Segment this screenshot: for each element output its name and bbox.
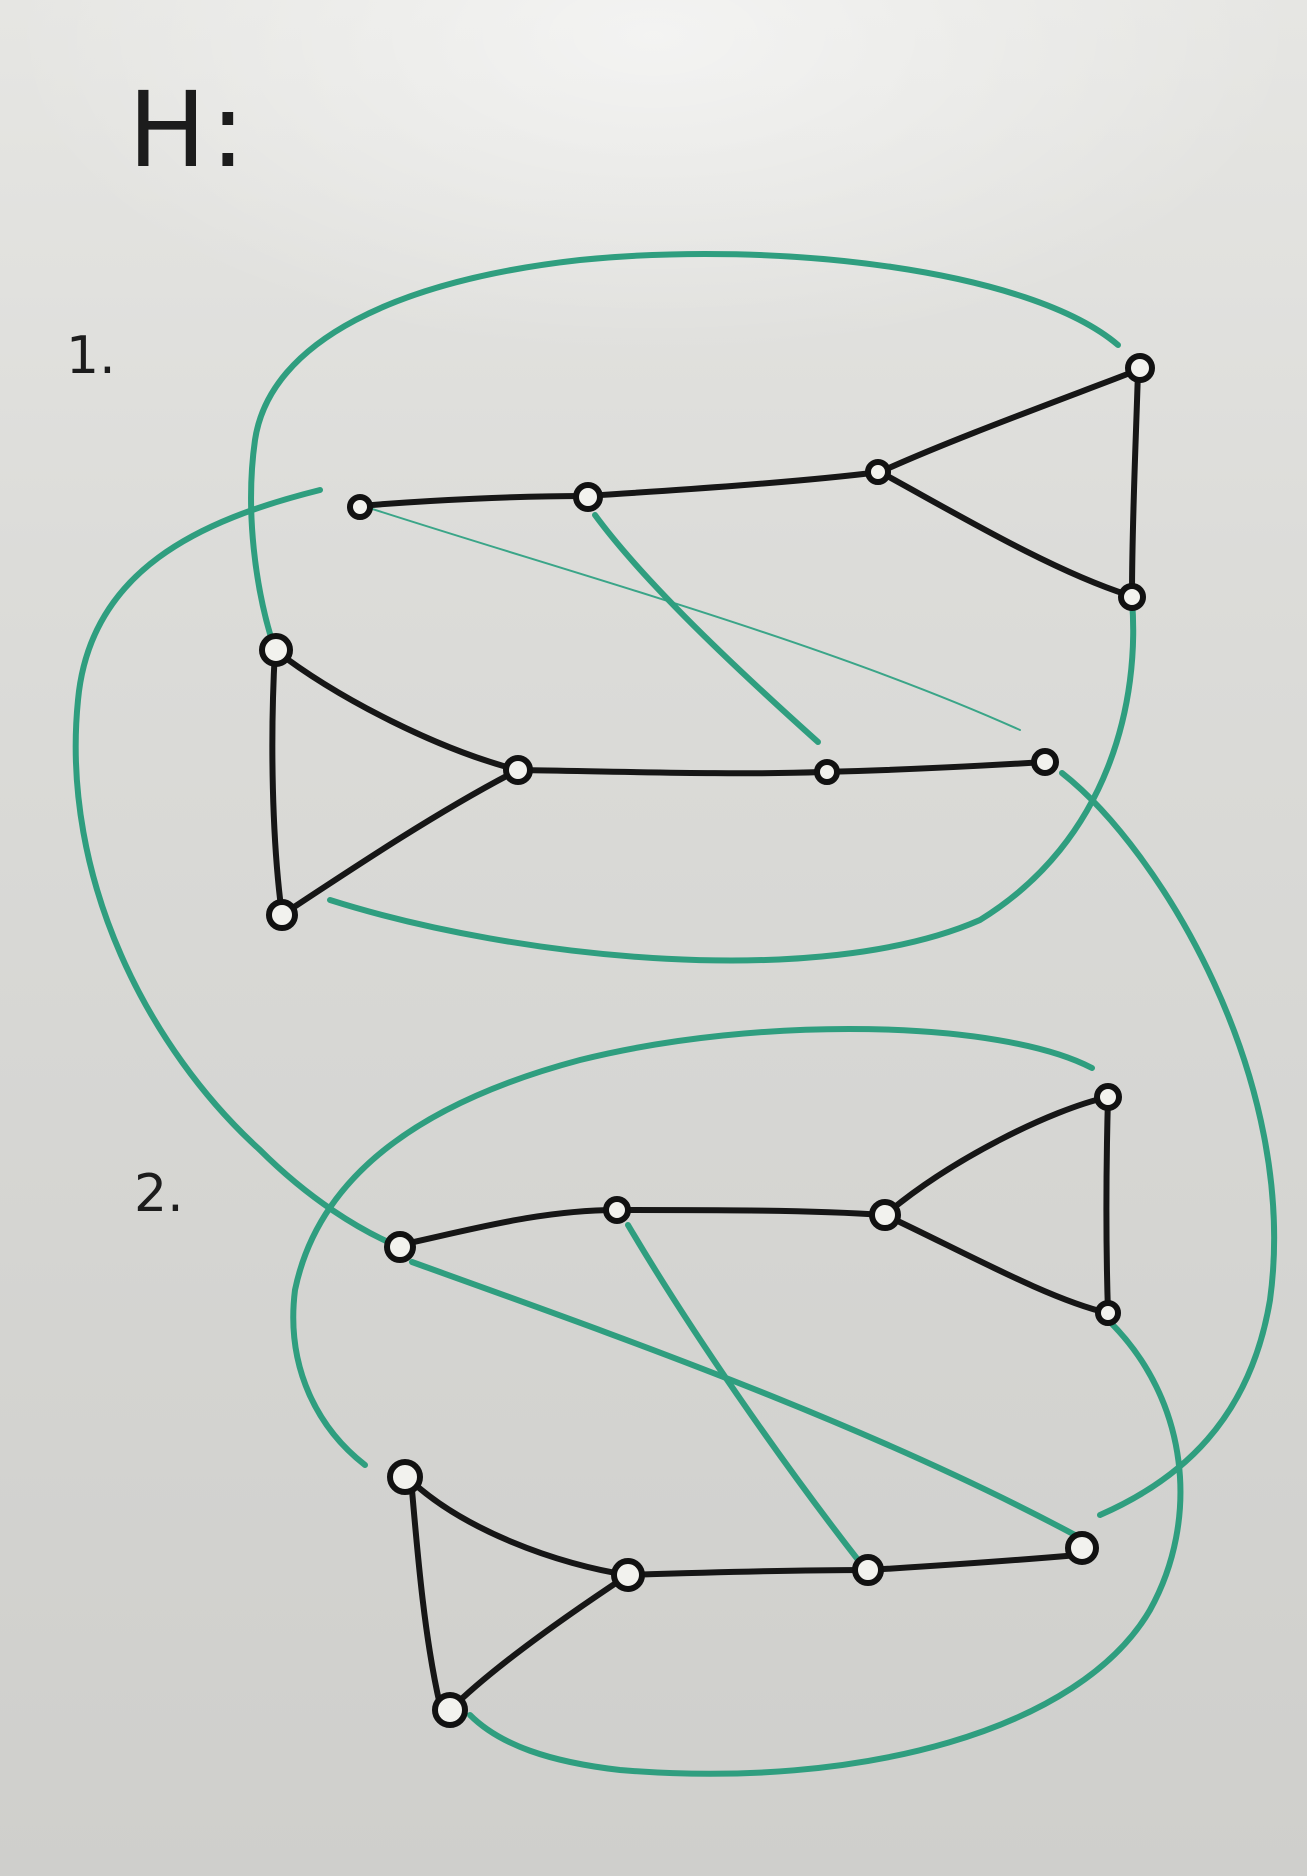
- c1-edge-d: [1129, 367, 1141, 598]
- c1-node-tri2-hub: [503, 755, 533, 785]
- green-edge-c1-bottom-loop: [327, 597, 1137, 964]
- c2-edge-i: [625, 1567, 871, 1578]
- c1-edge-c: [877, 367, 1141, 475]
- c1-edge-i: [515, 767, 825, 777]
- c2-node-right-hub: [869, 1199, 901, 1231]
- c2-edge-g: [409, 1487, 443, 1708]
- c2-node-tri-bottom: [1095, 1300, 1121, 1326]
- c2-edge-f: [402, 1472, 631, 1578]
- green-edge-c2-cross: [625, 1222, 865, 1568]
- green-edge-c2-top-loop: [290, 1025, 1095, 1468]
- green-edge-c2-diagonal: [409, 1259, 1078, 1538]
- copy-2-black-edges: [397, 1094, 1111, 1713]
- copy-1-black-edges: [269, 367, 1141, 918]
- c1-edge-g: [269, 647, 285, 918]
- c2-node-left-top: [384, 1231, 416, 1263]
- c1-node-tri2-bottom: [266, 899, 298, 931]
- c1-edge-e: [877, 469, 1131, 598]
- copy-2-nodes: [384, 1083, 1122, 1728]
- green-edge-right-loop: [1059, 770, 1278, 1518]
- c1-node-tri-bottom: [1118, 583, 1146, 611]
- c2-node-bottom-right: [1065, 1531, 1099, 1565]
- c2-node-mid-top: [603, 1196, 631, 1224]
- c2-node-tri2-bottom: [432, 1692, 468, 1728]
- c1-edge-b: [582, 469, 883, 499]
- c1-node-tri-top: [1125, 353, 1155, 383]
- green-edge-c1-cross: [592, 512, 821, 745]
- c2-edge-j: [865, 1552, 1081, 1573]
- c2-edge-c: [882, 1094, 1111, 1218]
- c2-node-tri-top: [1094, 1083, 1122, 1111]
- green-edge-left-loop: [72, 487, 398, 1248]
- copy-1-nodes: [259, 353, 1155, 931]
- c2-edge-d: [1103, 1094, 1111, 1316]
- c1-node-bottom-mid: [814, 759, 840, 785]
- copy-1-label: 1.: [66, 326, 116, 386]
- c1-edge-j: [819, 759, 1048, 775]
- c2-edge-a: [397, 1207, 620, 1248]
- copy-2-label: 2.: [134, 1164, 184, 1224]
- c1-node-left-top: [347, 494, 373, 520]
- c1-node-right-hub: [865, 459, 891, 485]
- c1-node-mid-top: [573, 482, 603, 512]
- c1-edge-h: [279, 767, 521, 918]
- c2-node-tri2-hub: [611, 1558, 645, 1592]
- c1-edge-f: [272, 647, 521, 773]
- c1-node-bottom-right: [1031, 748, 1059, 776]
- c2-node-bottom-mid: [852, 1554, 884, 1586]
- c2-edge-b: [614, 1207, 888, 1218]
- c2-node-tri2-top: [387, 1459, 423, 1495]
- diagram-title: H:: [128, 69, 250, 191]
- green-edge-c2-bottom-loop: [467, 1317, 1184, 1777]
- c1-node-tri2-top: [259, 633, 293, 667]
- c2-edge-e: [882, 1212, 1111, 1316]
- green-edges: [72, 250, 1278, 1777]
- green-edge-c1-diagonal: [359, 504, 1021, 731]
- c1-edge-a: [357, 493, 588, 509]
- green-edge-c1-top-loop: [248, 250, 1121, 653]
- c2-edge-h: [447, 1572, 631, 1713]
